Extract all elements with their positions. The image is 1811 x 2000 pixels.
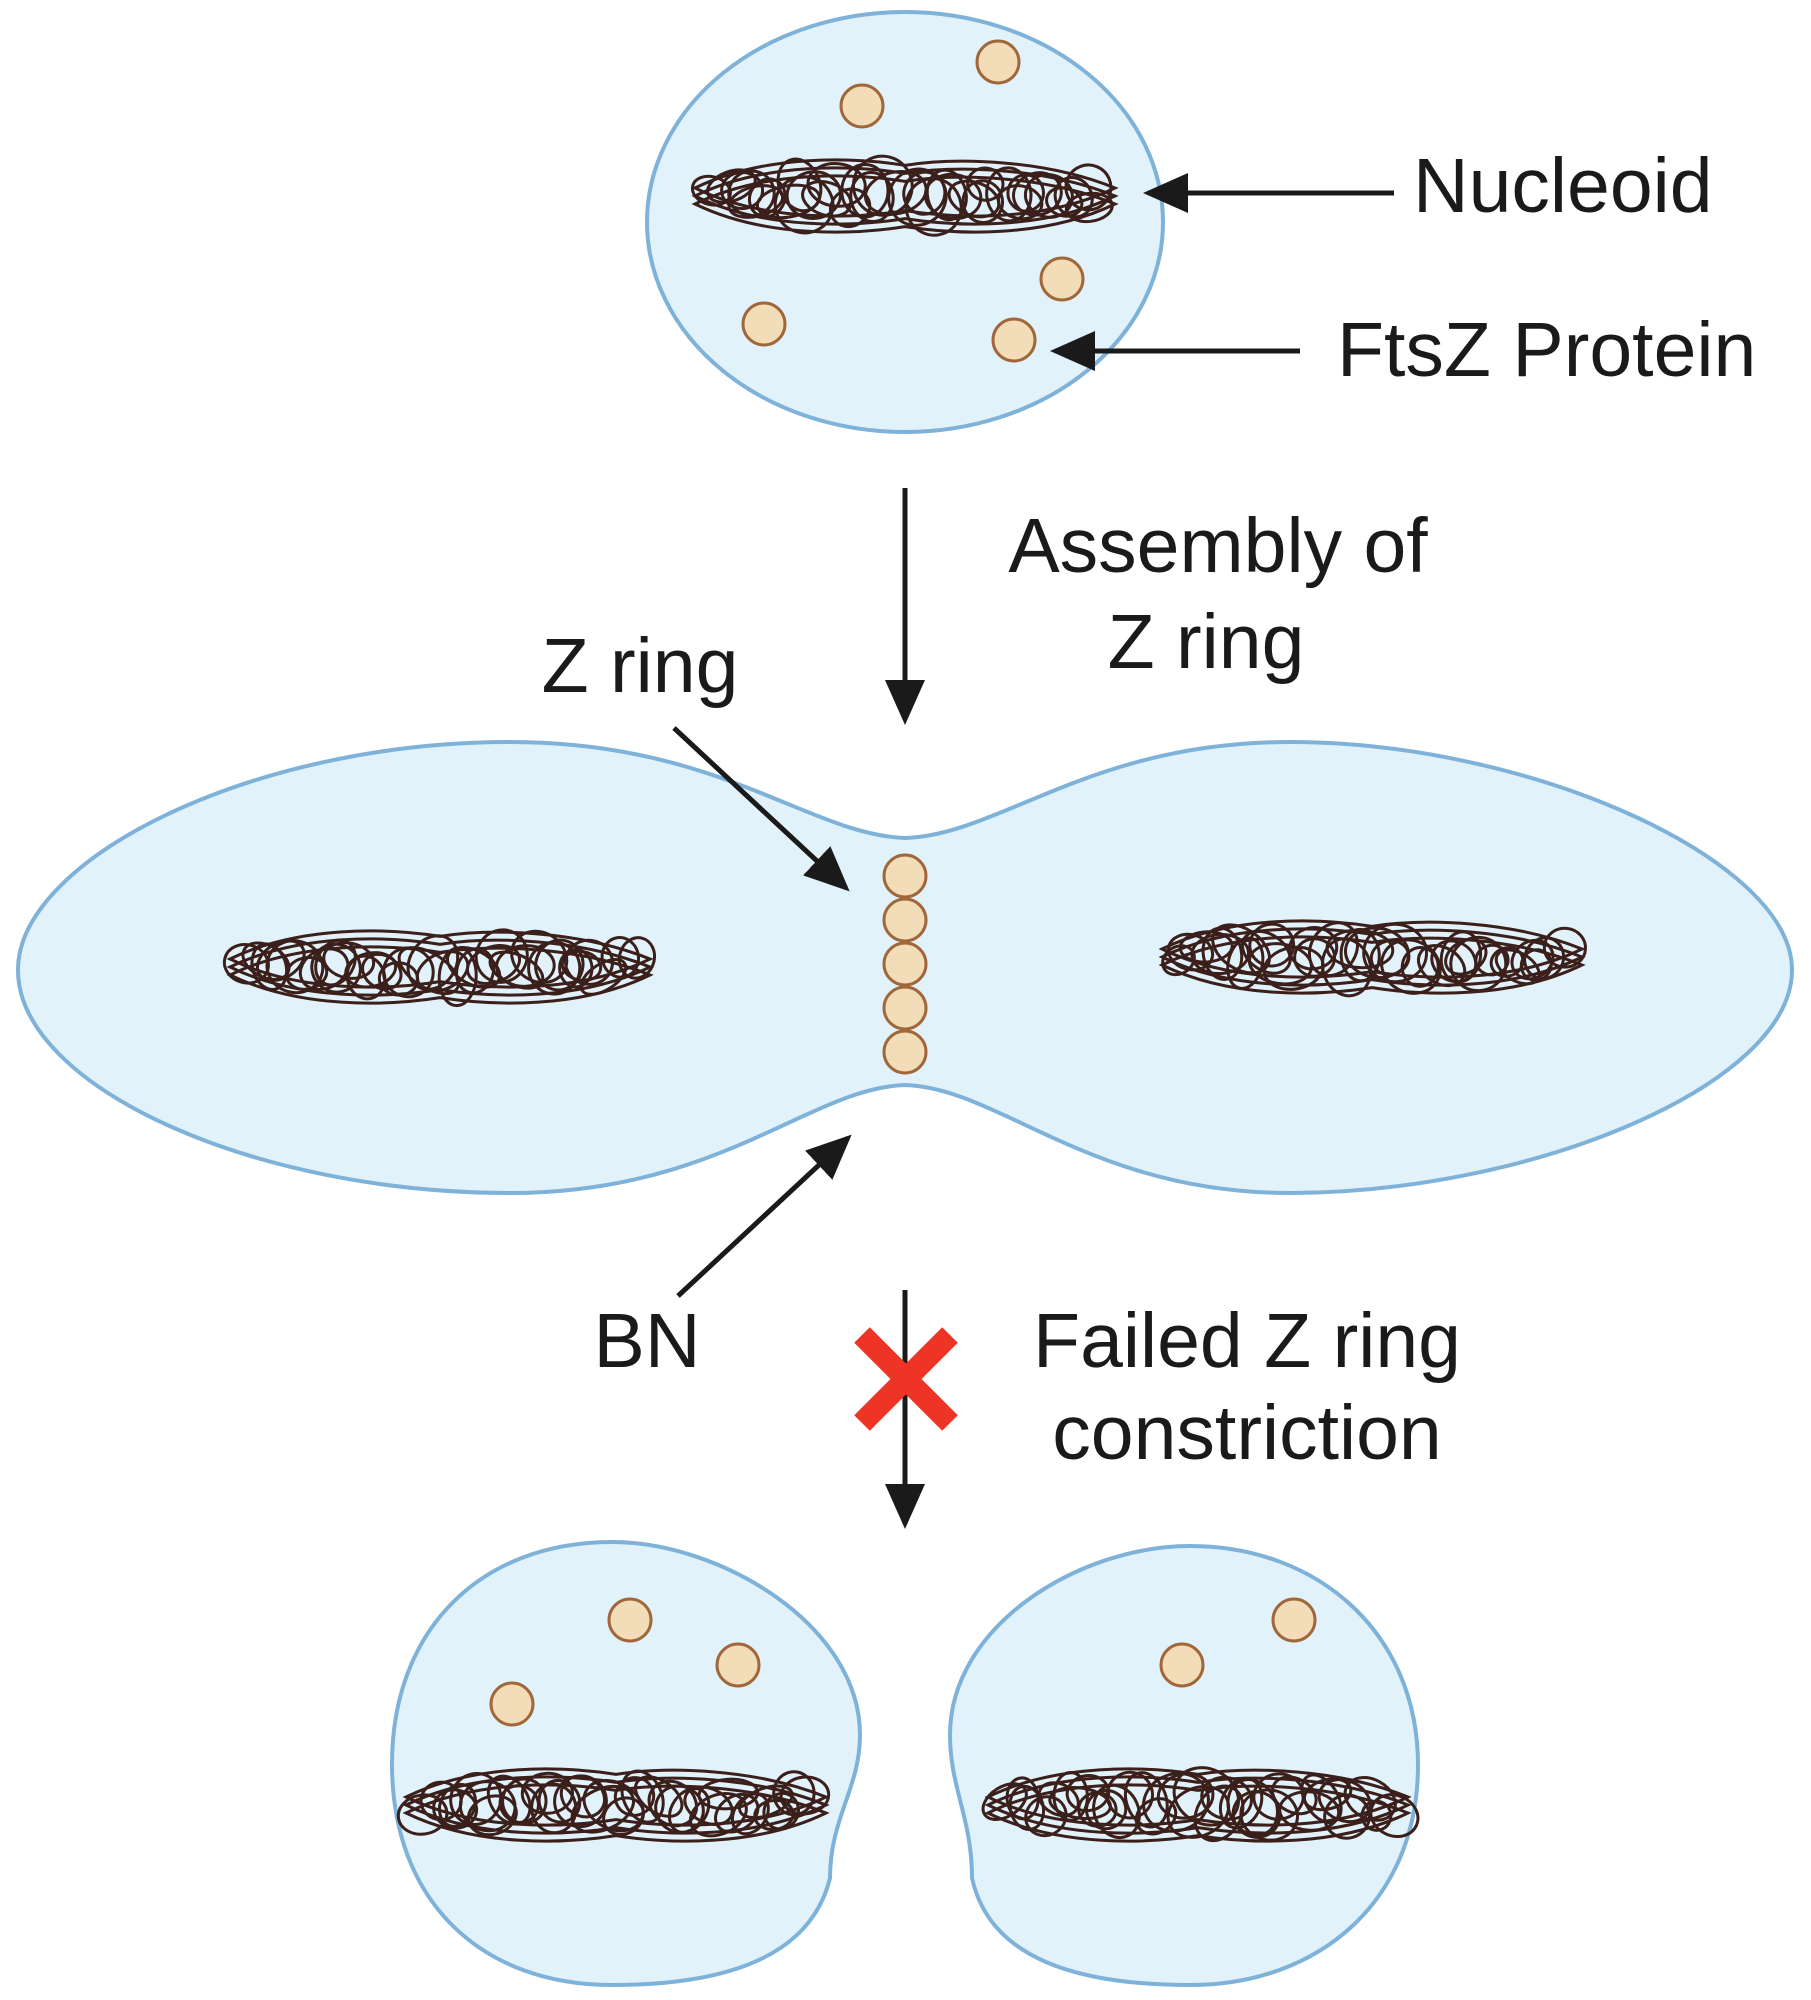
failed-label-line1: Failed Z ring xyxy=(1033,1298,1461,1384)
dna-strand xyxy=(984,1783,1412,1843)
dna-strand xyxy=(691,166,1119,226)
bn-label: BN xyxy=(594,1298,701,1384)
dna-strand xyxy=(402,1775,830,1835)
dna-loop xyxy=(520,1771,574,1815)
z-ring-label: Z ring xyxy=(542,623,739,709)
nucleoid-label: Nucleoid xyxy=(1413,143,1713,229)
dna-strand xyxy=(1158,927,1586,987)
dna-loop xyxy=(579,958,628,996)
top-cell-group xyxy=(645,10,1165,434)
bottom-right-nucleoid xyxy=(981,1766,1420,1843)
dna-loop xyxy=(1400,946,1440,988)
dna-loop xyxy=(683,1785,734,1826)
dna-loop xyxy=(1248,922,1296,968)
red-x-icon xyxy=(854,1327,958,1431)
dna-strand xyxy=(402,1767,830,1827)
ftsz-protein xyxy=(839,83,885,129)
dna-loop xyxy=(534,938,585,992)
dna-loop xyxy=(961,179,1005,224)
dna-strand xyxy=(1158,919,1586,979)
dna-loop xyxy=(966,166,1005,202)
bottom-right-cell xyxy=(947,1543,1421,1988)
ftsz-protein xyxy=(715,1642,761,1688)
dna-loop xyxy=(996,184,1044,221)
ftsz-protein xyxy=(607,1597,653,1643)
dna-strand xyxy=(1158,935,1586,995)
dna-loop xyxy=(415,950,470,993)
dna-loop xyxy=(806,162,867,208)
dna-loop xyxy=(322,941,376,980)
ftsz-protein xyxy=(1039,256,1085,302)
dividing-cell-group xyxy=(15,739,1795,1196)
right-nucleoid xyxy=(1158,919,1587,998)
ftsz-protein xyxy=(741,301,787,347)
bottom-left-nucleoid xyxy=(396,1767,831,1843)
dna-loop xyxy=(762,1791,800,1831)
z-ring-pointer-arrow xyxy=(672,726,850,892)
assembly-label-line2: Z ring xyxy=(1108,599,1305,685)
dna-strand xyxy=(691,174,1119,234)
dna-strand xyxy=(402,1783,830,1843)
dna-loop xyxy=(1369,1793,1420,1838)
ftsz-protein xyxy=(882,985,928,1031)
dna-strand xyxy=(691,158,1119,218)
dna-strand xyxy=(226,945,654,1005)
dna-loop xyxy=(985,166,1033,223)
ftsz-protein xyxy=(1271,1597,1317,1643)
left-nucleoid xyxy=(222,928,657,1008)
failed-label-line2: constriction xyxy=(1052,1390,1441,1476)
ftsz-protein-label: FtsZ Protein xyxy=(1337,307,1756,393)
dna-loop xyxy=(467,1794,518,1837)
ftsz-protein xyxy=(489,1681,535,1727)
ftsz-protein xyxy=(882,853,928,899)
dna-strand xyxy=(984,1775,1412,1835)
dna-strand xyxy=(226,937,654,997)
dna-loop xyxy=(667,1787,711,1834)
ftsz-protein xyxy=(1159,1642,1205,1688)
top-ftsz-proteins xyxy=(741,39,1085,363)
ftsz-protein xyxy=(882,941,928,987)
bottom-left-cell-group xyxy=(389,1539,863,1988)
top-nucleoid xyxy=(690,154,1119,237)
bottom-right-cell-group xyxy=(947,1543,1421,1988)
bn-pointer-arrow xyxy=(676,1134,852,1298)
dna-loop xyxy=(840,163,890,219)
dna-loop xyxy=(1190,932,1250,976)
ftsz-protein xyxy=(975,39,1021,85)
dna-loop xyxy=(801,179,853,218)
ftsz-protein xyxy=(991,317,1037,363)
dna-loop xyxy=(617,936,657,980)
dna-loop xyxy=(255,939,306,983)
dna-strand xyxy=(226,929,654,989)
ftsz-protein xyxy=(882,897,928,943)
z-ring xyxy=(882,853,928,1075)
ftsz-protein xyxy=(882,1029,928,1075)
assembly-label-line1: Assembly of xyxy=(1008,503,1428,589)
dna-strand xyxy=(984,1767,1412,1827)
